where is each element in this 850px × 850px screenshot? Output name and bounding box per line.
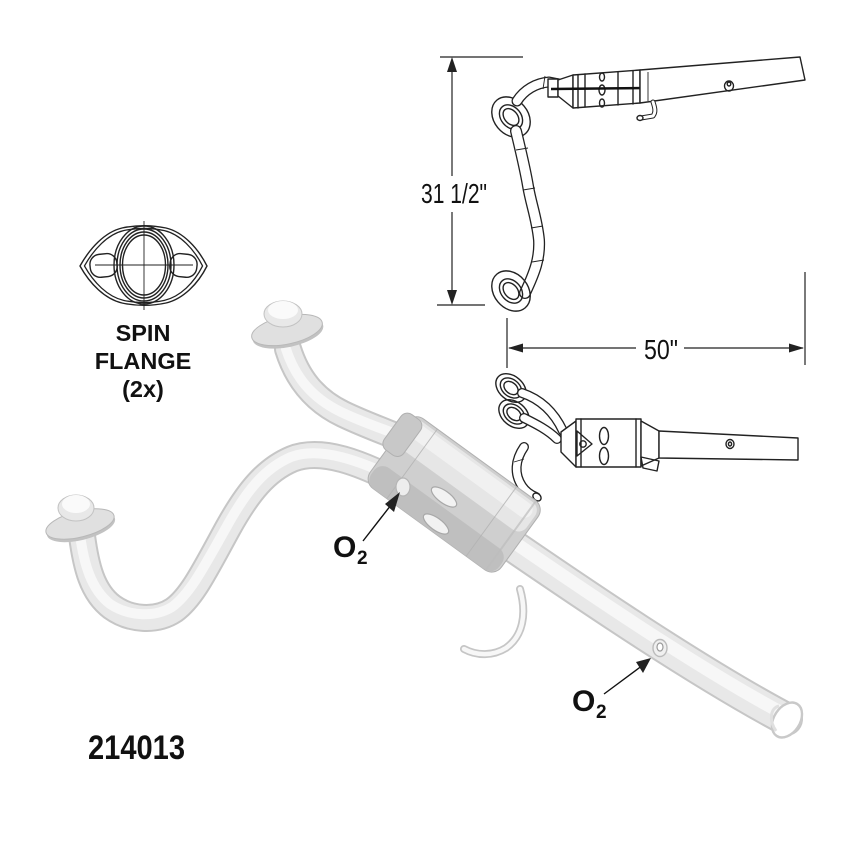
spin-flange-label-line1: SPIN: [116, 320, 171, 346]
spin-flange-label-line3: (2x): [122, 376, 164, 402]
spin-flange-drawing: [79, 221, 208, 310]
flange-left: [45, 494, 116, 543]
length-dimension-label: 50": [644, 334, 678, 365]
height-dimension: 31 1/2": [421, 56, 523, 306]
o2-downstream-subscript: 2: [596, 702, 607, 723]
assembly-3d: [45, 300, 804, 739]
o2-downstream-symbol: O: [572, 685, 595, 718]
svg-text:O 2: O 2: [572, 685, 607, 723]
outlet-pipe: [483, 520, 803, 736]
svg-text:O 2: O 2: [333, 531, 368, 569]
o2-callout-upstream: O 2: [333, 492, 400, 569]
side-view-drawing: [491, 56, 806, 312]
o2-upstream-symbol: O: [333, 531, 356, 564]
o2-upstream-subscript: 2: [357, 548, 368, 569]
converter-heat-shield: [367, 412, 541, 573]
spin-flange-label: SPIN FLANGE (2x): [95, 320, 192, 402]
o2-bung-upstream: [395, 477, 411, 497]
length-dimension: 50": [506, 272, 806, 368]
o2-bung-downstream: [652, 638, 668, 658]
hanger-rod: [460, 585, 528, 659]
flange-top: [251, 300, 324, 349]
o2-callout-downstream: O 2: [572, 658, 651, 723]
part-number: 214013: [88, 729, 185, 767]
spin-flange-label-line2: FLANGE: [95, 348, 192, 374]
pipe-open-end: [769, 701, 804, 739]
lower-inlet-pipe: [68, 441, 412, 632]
height-dimension-label: 31 1/2": [421, 178, 487, 209]
top-view-drawing: [495, 373, 799, 502]
